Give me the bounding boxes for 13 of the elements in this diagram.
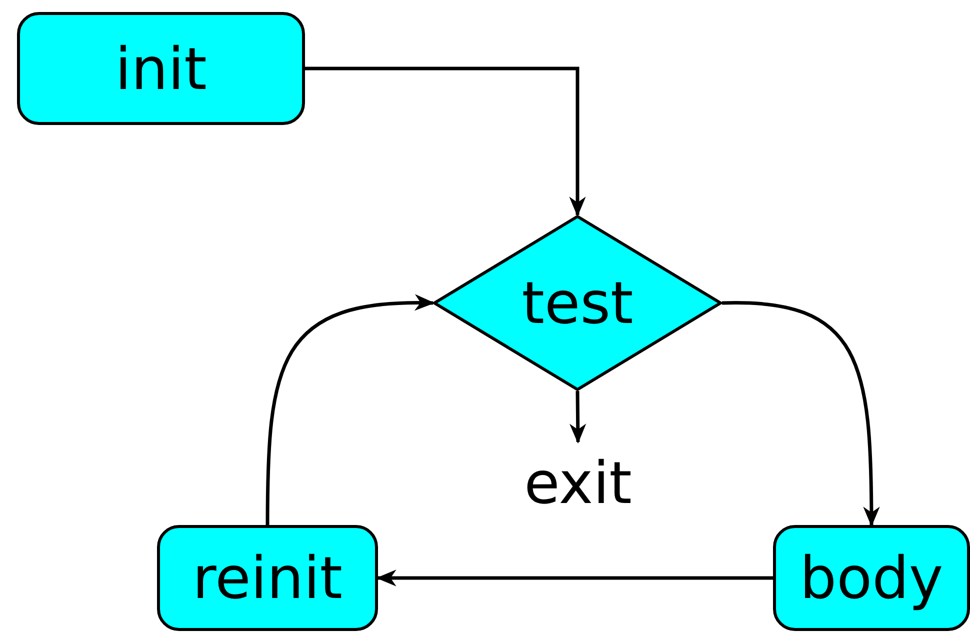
decision-diamond bbox=[433, 215, 722, 391]
arrow bbox=[569, 390, 586, 444]
arrow bbox=[722, 301, 880, 527]
node-label: exit bbox=[508, 448, 648, 518]
arrow bbox=[376, 570, 773, 586]
process-box bbox=[157, 525, 378, 631]
arrow bbox=[305, 66, 586, 217]
node-label: test bbox=[522, 274, 634, 332]
arrow bbox=[266, 294, 435, 526]
process-box bbox=[17, 12, 305, 125]
node-label: init bbox=[115, 40, 207, 98]
node-label: reinit bbox=[192, 549, 342, 607]
process-box bbox=[773, 525, 970, 631]
